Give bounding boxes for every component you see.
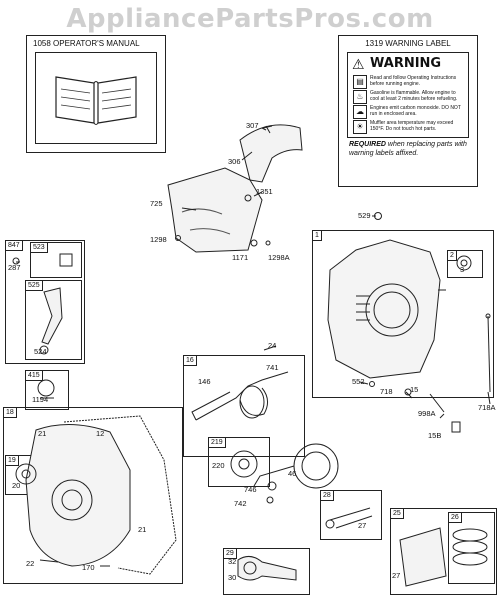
callout-15[interactable]: 15	[410, 385, 419, 394]
group-tag-1: 1	[312, 230, 322, 241]
shroud-725	[167, 167, 263, 253]
group-tag-16: 16	[183, 355, 197, 366]
warning-line-2: Gasoline is flammable. Allow engine to c…	[370, 90, 458, 102]
callout-21-top[interactable]: 21	[38, 429, 47, 438]
piston	[399, 527, 447, 587]
crankcase-cover	[25, 423, 131, 567]
group-tag-219: 219	[208, 437, 226, 448]
callout-12[interactable]: 12	[96, 429, 105, 438]
callout-529[interactable]: 529	[358, 211, 371, 220]
warning-triangle-icon: ⚠	[352, 56, 365, 72]
group-tag-18: 18	[3, 407, 17, 418]
group-box-28[interactable]	[320, 490, 382, 540]
callout-170[interactable]: 170	[82, 563, 95, 572]
callout-718A[interactable]: 718A	[478, 403, 496, 412]
operators-manual-box[interactable]: 1058 OPERATOR'S MANUAL	[26, 35, 166, 153]
group-tag-28: 28	[320, 490, 334, 501]
group-box-847[interactable]	[5, 240, 85, 364]
group-tag-415: 415	[25, 370, 43, 381]
group-box-16[interactable]	[183, 355, 305, 457]
callout-1298A[interactable]: 1298A	[268, 253, 290, 262]
group-box-415[interactable]	[25, 370, 69, 410]
callout-725[interactable]: 725	[150, 199, 163, 208]
warning-line-4: Muffler area temperature may exceed 150°…	[370, 120, 454, 132]
group-box-523[interactable]	[30, 242, 82, 278]
group-tag-2: 2	[447, 250, 457, 261]
group-box-525[interactable]	[25, 280, 82, 360]
callout-1194[interactable]: 1194	[32, 395, 49, 404]
group-tag-26: 26	[448, 512, 462, 523]
group-box-2[interactable]	[447, 250, 483, 278]
callout-1171[interactable]: 1171	[232, 253, 249, 262]
dipstick-tube	[41, 287, 63, 345]
watermark: AppliancePartsPros.com	[66, 4, 434, 34]
gasket	[63, 415, 177, 575]
warning-label: ⚠ WARNING ▤ Read and follow Operating In…	[347, 52, 469, 138]
callout-20[interactable]: 20	[12, 481, 21, 490]
engine-block	[327, 239, 441, 379]
warning-line-3: Engines emit carbon monoxide. DO NOT run…	[370, 105, 461, 117]
required-note: REQUIRED when replacing parts with warni…	[349, 140, 471, 158]
group-tag-25: 25	[390, 508, 404, 519]
fumes-icon: ☁	[353, 105, 367, 119]
callout-46[interactable]: 46	[288, 469, 297, 478]
manual-title: 1058 OPERATOR'S MANUAL	[33, 39, 140, 48]
group-box-219[interactable]	[208, 437, 270, 487]
manual-frame	[35, 52, 157, 144]
group-box-26[interactable]	[448, 512, 495, 584]
group-tag-523: 523	[30, 242, 48, 253]
callout-718[interactable]: 718	[380, 387, 393, 396]
warning-label-box[interactable]: 1319 WARNING LABEL ⚠ WARNING ▤ Read and …	[338, 35, 478, 187]
callout-27-tappet[interactable]: 27	[358, 521, 367, 530]
group-tag-525: 525	[25, 280, 43, 291]
callout-21-bottom[interactable]: 21	[138, 525, 147, 534]
callout-746[interactable]: 746	[244, 485, 257, 494]
callout-287[interactable]: 287	[8, 263, 21, 272]
crankshaft	[195, 371, 289, 421]
callout-524[interactable]: 524	[34, 347, 47, 356]
callout-24[interactable]: 24	[268, 341, 277, 350]
hot-surface-icon: ☀	[353, 120, 367, 134]
callout-27-piston[interactable]: 27	[392, 571, 401, 580]
callout-552[interactable]: 552	[352, 377, 365, 386]
manual-icon: ▤	[353, 75, 367, 89]
callout-742[interactable]: 742	[234, 499, 247, 508]
callout-220[interactable]: 220	[212, 461, 225, 470]
group-tag-29: 29	[223, 548, 237, 559]
camshaft-gear	[293, 443, 339, 489]
callout-15B[interactable]: 15B	[428, 431, 442, 440]
group-box-18[interactable]	[3, 407, 183, 584]
callout-22[interactable]: 22	[26, 559, 35, 568]
callout-1298[interactable]: 1298	[150, 235, 167, 244]
open-book-icon	[55, 76, 137, 125]
callout-32[interactable]: 32	[228, 557, 237, 566]
required-label: REQUIRED	[349, 141, 386, 148]
callout-306[interactable]: 306	[228, 157, 241, 166]
callout-998A[interactable]: 998A	[418, 409, 436, 418]
warning-line-1: Read and follow Operating Instructions b…	[370, 75, 457, 87]
warning-heading: WARNING	[370, 56, 442, 71]
callout-30[interactable]: 30	[228, 573, 237, 582]
group-box-1[interactable]	[312, 230, 494, 398]
callout-741[interactable]: 741	[266, 363, 279, 372]
callout-1351[interactable]: 1351	[256, 187, 273, 196]
callout-146[interactable]: 146	[198, 377, 211, 386]
required-text: when replacing parts with warning labels…	[349, 141, 467, 157]
group-tag-19: 19	[5, 455, 19, 466]
fire-icon: ♨	[353, 90, 367, 104]
callout-307[interactable]: 307	[246, 121, 259, 130]
group-tag-847: 847	[5, 240, 23, 251]
callout-3[interactable]: 3	[460, 265, 465, 274]
group-box-25[interactable]	[390, 508, 497, 595]
blower-housing-306	[239, 124, 303, 183]
warning-box-title: 1319 WARNING LABEL	[365, 39, 451, 48]
group-box-29[interactable]	[223, 548, 310, 595]
connecting-rod	[237, 556, 297, 581]
